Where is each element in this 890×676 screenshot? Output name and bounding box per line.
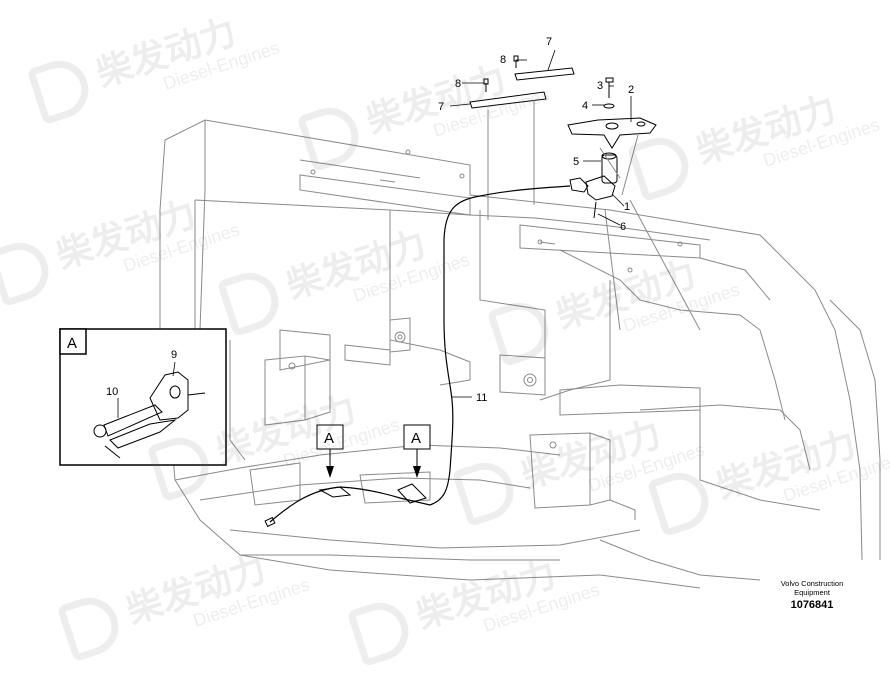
section-marker-right: A <box>403 424 431 478</box>
brand-label: Volvo Construction Equipment <box>780 579 844 597</box>
callout-2: 2 <box>628 84 634 96</box>
parts <box>264 55 701 528</box>
callout-11: 11 <box>476 392 487 404</box>
detail-view-a: A 9 10 <box>59 328 227 466</box>
machine-frame <box>159 119 881 589</box>
sleeve-5 <box>601 154 618 184</box>
callout-4: 4 <box>582 100 588 112</box>
callout-8-upper: 8 <box>500 54 506 66</box>
drawing-footer: Volvo Construction Equipment 1076841 <box>772 579 852 611</box>
plate-7-upper <box>514 67 575 81</box>
drawing-number: 1076841 <box>790 599 834 611</box>
callout-6: 6 <box>620 221 626 233</box>
parts-diagram: 7 8 8 7 3 4 2 5 1 6 11 A A A <box>59 36 881 589</box>
cable-11 <box>269 185 571 523</box>
svg-text:A: A <box>411 430 421 447</box>
svg-text:A: A <box>324 430 334 447</box>
callout-3: 3 <box>597 80 603 92</box>
callout-10: 10 <box>106 386 118 398</box>
callout-8-lower: 8 <box>455 78 461 90</box>
callout-labels: 7 8 8 7 3 4 2 5 1 6 11 <box>438 36 634 404</box>
callout-5: 5 <box>573 156 579 168</box>
section-marker-left: A <box>316 424 344 478</box>
detail-box-label: A <box>67 335 77 352</box>
callout-9: 9 <box>171 349 177 361</box>
callout-7-lower: 7 <box>438 101 444 113</box>
plate-7-lower <box>469 91 547 109</box>
callout-1: 1 <box>624 201 630 213</box>
callout-7-upper: 7 <box>546 36 552 48</box>
leader-lines <box>449 49 632 398</box>
bracket-2 <box>567 117 657 149</box>
sensor-1 <box>585 175 616 201</box>
